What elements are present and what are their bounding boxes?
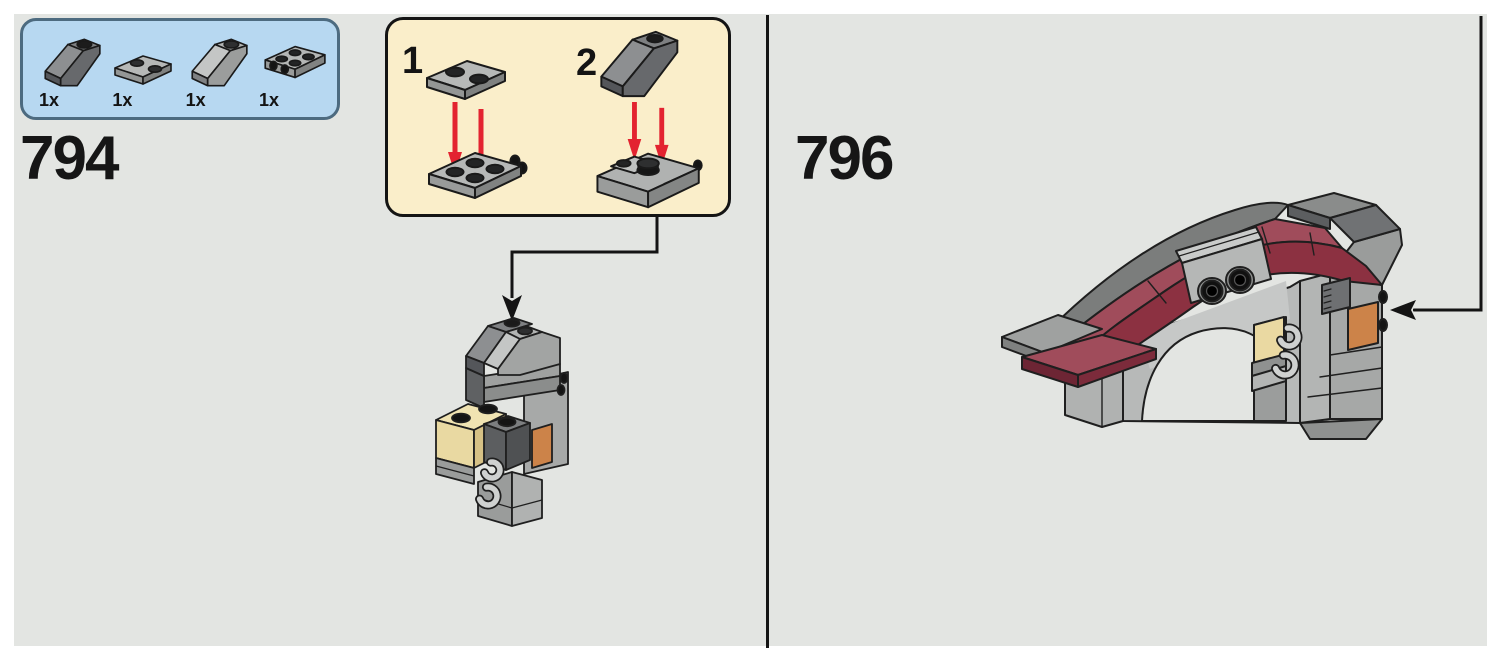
parts-callout-box: 1x 1x: [20, 18, 340, 120]
panel-divider: [766, 15, 769, 648]
part-bracket-plate: 1x: [257, 29, 329, 111]
substep-2-diagram: [596, 30, 703, 209]
insert-arrows: [627, 102, 669, 167]
model-794-illustration: [435, 317, 569, 527]
plate-1x2-light-gray-icon: [114, 55, 173, 85]
part-slope-dark-gray: 1x: [37, 35, 106, 111]
part-count: 1x: [258, 90, 280, 110]
assembly-pointer-arrow: [499, 217, 659, 326]
part-plate-1x2-light-gray: 1x: [110, 35, 179, 111]
bracket-plate-side-studs-icon: [264, 45, 326, 79]
substep-1-number: 1: [402, 40, 424, 82]
page-canvas: 1x 1x: [14, 14, 1487, 648]
part-count: 1x: [112, 90, 133, 110]
substep-1-diagram: [426, 60, 528, 199]
step-number-796: 796: [795, 124, 894, 193]
substep-2-number: 2: [576, 42, 598, 84]
substep-callout-box: 1 2: [385, 17, 731, 217]
placement-pointer-arrow: [1385, 16, 1483, 323]
step-794-panel: 1x 1x: [14, 14, 766, 646]
slope-brick-light-gray-icon: [191, 38, 248, 87]
part-slope-light-gray: 1x: [184, 35, 253, 111]
slope-brick-dark-gray-icon: [44, 38, 101, 87]
step-number-794: 794: [20, 124, 119, 193]
step-796-panel: 796: [769, 14, 1487, 646]
part-count: 1x: [39, 90, 60, 110]
model-796-illustration: [1001, 192, 1403, 440]
part-count: 1x: [185, 90, 206, 110]
